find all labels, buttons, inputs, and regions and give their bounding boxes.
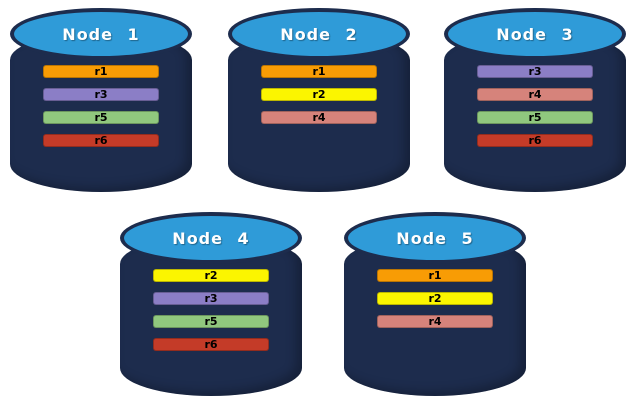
- record-r2: r2: [153, 269, 269, 282]
- node-title: Node 3: [496, 24, 574, 44]
- record-list: r1 r2 r4: [261, 65, 377, 124]
- record-r3: r3: [43, 88, 159, 101]
- record-r1: r1: [43, 65, 159, 78]
- record-r4: r4: [261, 111, 377, 124]
- cylinder-top: Node 4: [120, 212, 302, 264]
- record-label: r6: [204, 338, 218, 351]
- record-label: r2: [428, 292, 442, 305]
- record-label: r5: [94, 111, 108, 124]
- record-label: r6: [528, 134, 542, 147]
- record-r1: r1: [377, 269, 493, 282]
- record-r6: r6: [43, 134, 159, 147]
- node-title: Node 5: [396, 228, 474, 248]
- cylinder-top: Node 3: [444, 8, 626, 60]
- cylinder-top: Node 2: [228, 8, 410, 60]
- record-r5: r5: [153, 315, 269, 328]
- record-r6: r6: [477, 134, 593, 147]
- record-list: r3 r4 r5 r6: [477, 65, 593, 147]
- record-label: r6: [94, 134, 108, 147]
- record-r4: r4: [377, 315, 493, 328]
- record-label: r5: [204, 315, 218, 328]
- record-label: r4: [428, 315, 442, 328]
- record-label: r3: [528, 65, 542, 78]
- node-title: Node 2: [280, 24, 358, 44]
- record-label: r2: [312, 88, 326, 101]
- record-label: r1: [428, 269, 442, 282]
- record-list: r1 r2 r4: [377, 269, 493, 328]
- record-label: r3: [94, 88, 108, 101]
- record-list: r2 r3 r5 r6: [153, 269, 269, 351]
- record-r2: r2: [377, 292, 493, 305]
- record-r5: r5: [477, 111, 593, 124]
- cylinder-top: Node 1: [10, 8, 192, 60]
- record-label: r4: [528, 88, 542, 101]
- node-title: Node 1: [62, 24, 140, 44]
- node-2: Node 2 r1 r2 r4: [228, 8, 410, 192]
- record-r2: r2: [261, 88, 377, 101]
- record-label: r1: [94, 65, 108, 78]
- node-4: Node 4 r2 r3 r5 r6: [120, 212, 302, 396]
- record-label: r2: [204, 269, 218, 282]
- record-label: r3: [204, 292, 218, 305]
- record-label: r1: [312, 65, 326, 78]
- record-r3: r3: [153, 292, 269, 305]
- node-5: Node 5 r1 r2 r4: [344, 212, 526, 396]
- record-list: r1 r3 r5 r6: [43, 65, 159, 147]
- record-r1: r1: [261, 65, 377, 78]
- cylinder-top: Node 5: [344, 212, 526, 264]
- record-r5: r5: [43, 111, 159, 124]
- record-label: r4: [312, 111, 326, 124]
- record-label: r5: [528, 111, 542, 124]
- record-r6: r6: [153, 338, 269, 351]
- node-1: Node 1 r1 r3 r5 r6: [10, 8, 192, 192]
- record-r4: r4: [477, 88, 593, 101]
- record-r3: r3: [477, 65, 593, 78]
- node-3: Node 3 r3 r4 r5 r6: [444, 8, 626, 192]
- node-title: Node 4: [172, 228, 250, 248]
